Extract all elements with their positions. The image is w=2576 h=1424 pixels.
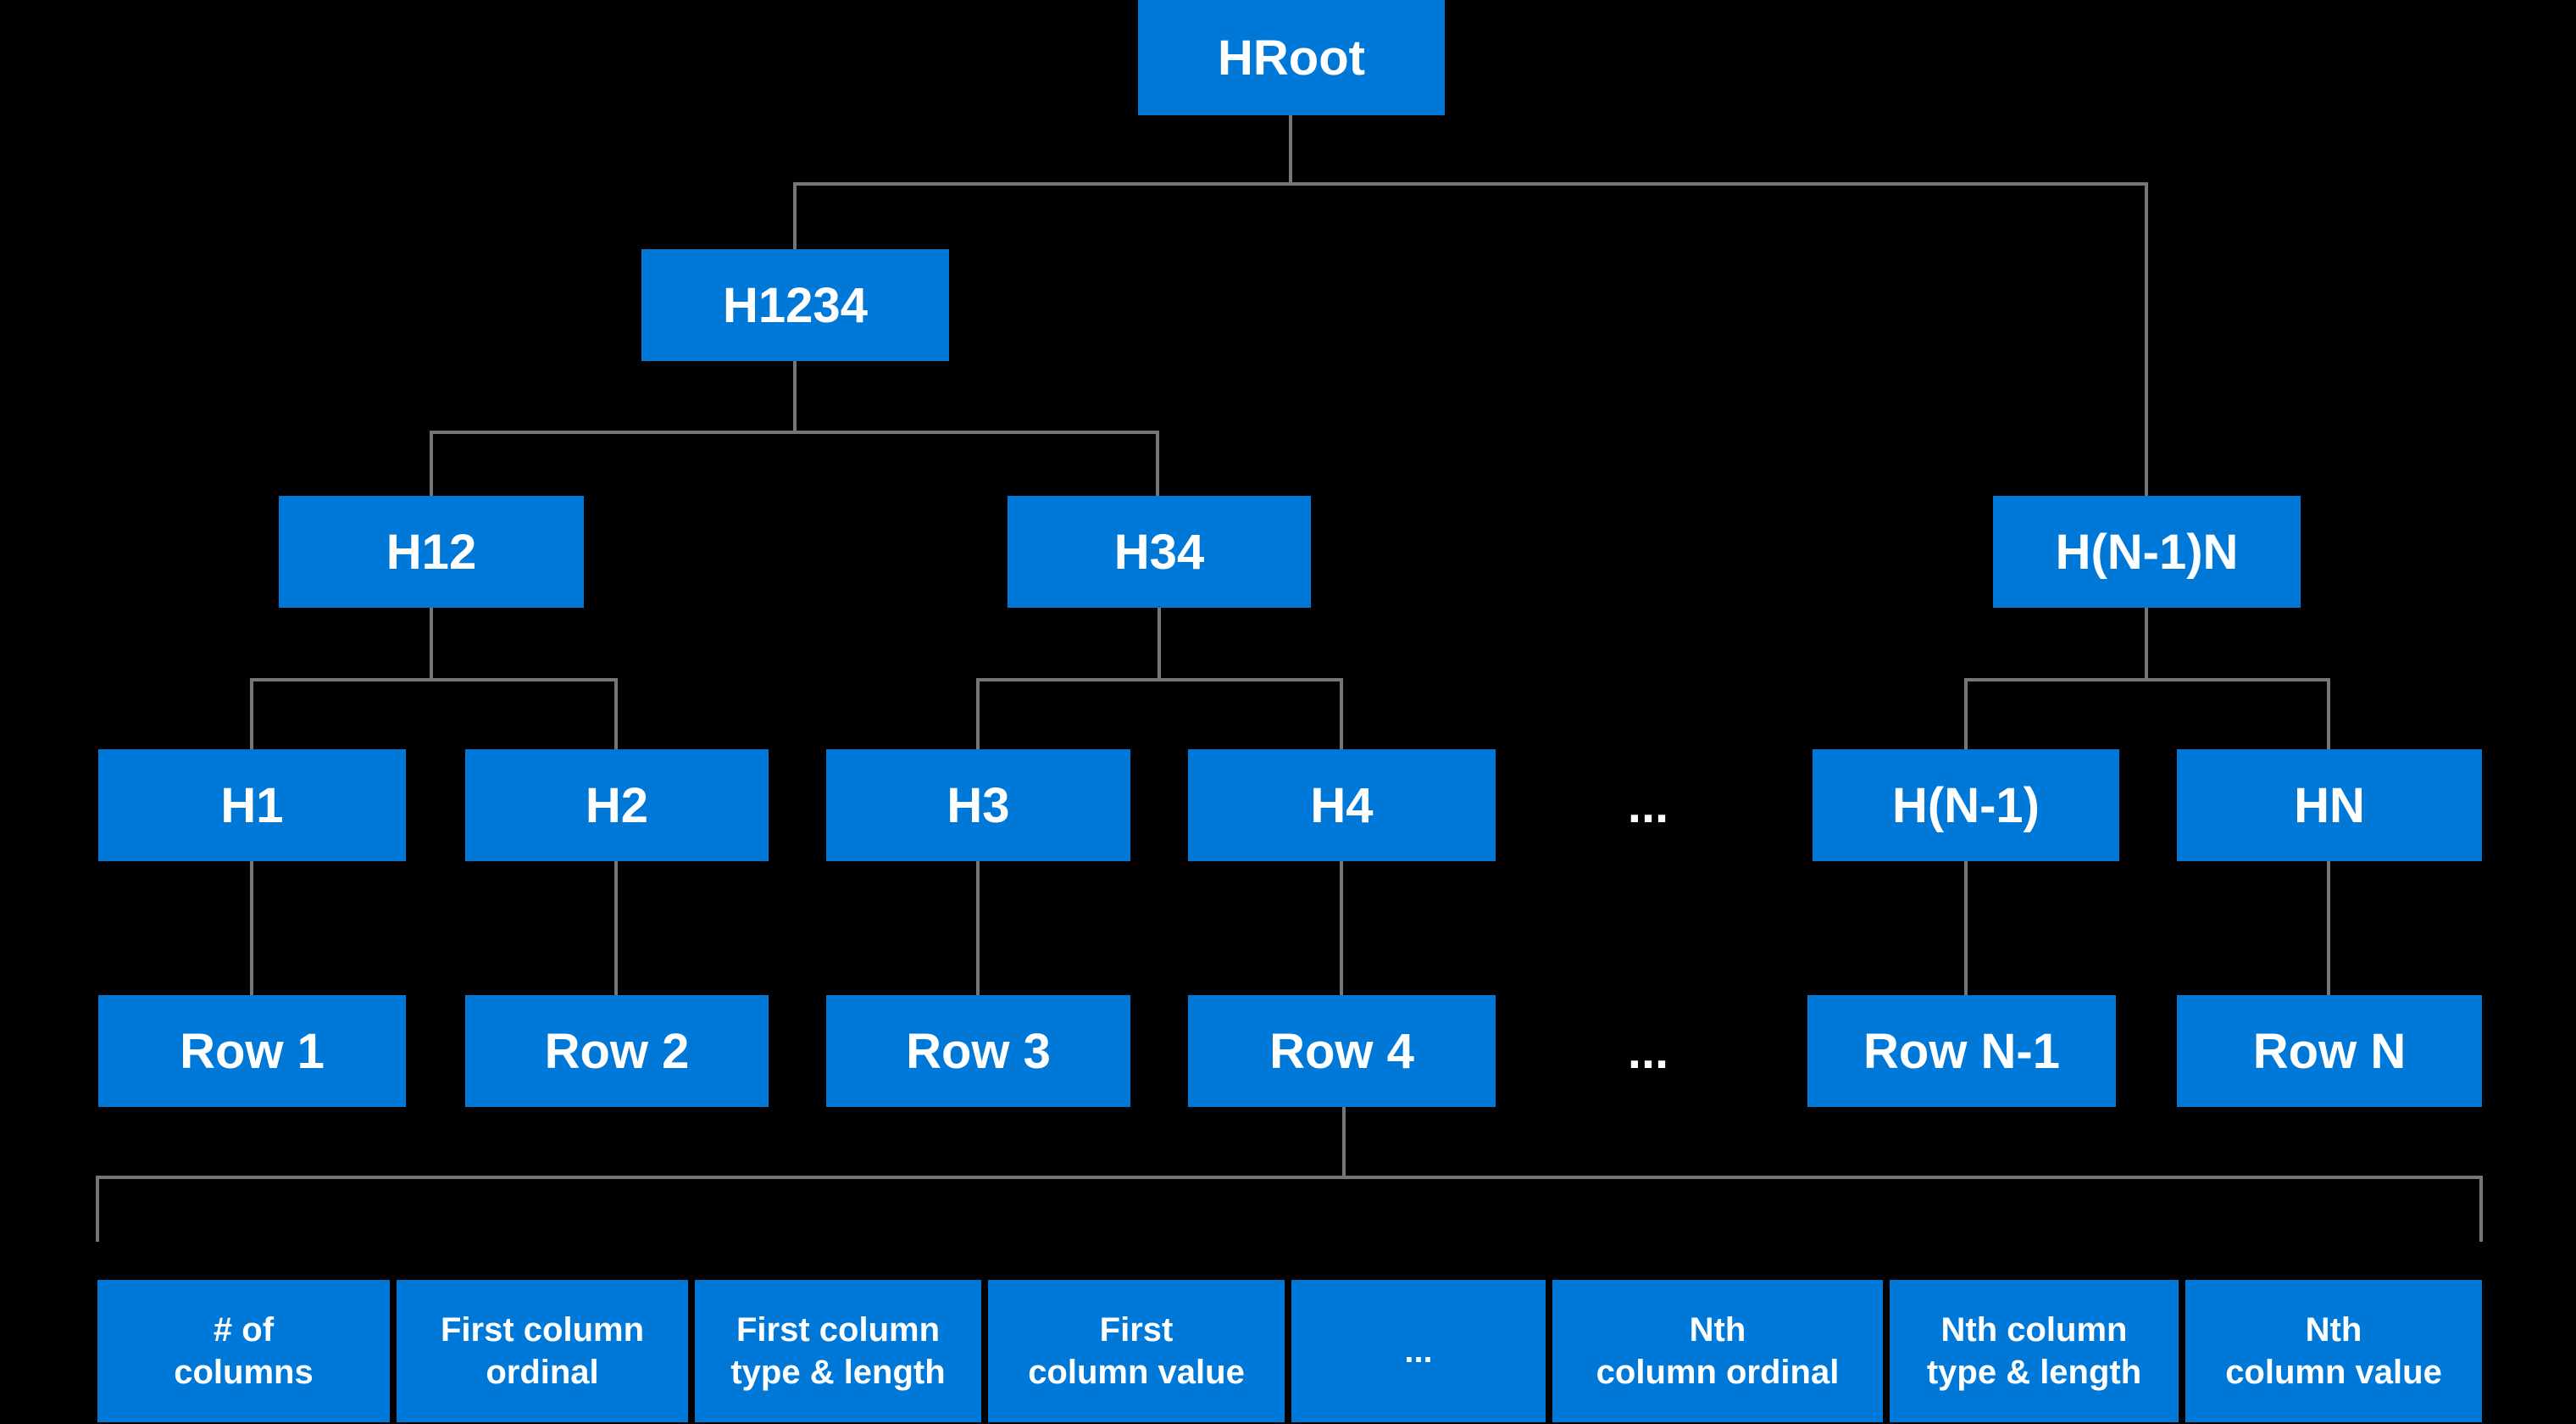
node-row4: Row 4	[1188, 995, 1496, 1107]
node-h1234: H1234	[641, 249, 949, 361]
hash-level-ellipsis: ...	[1627, 777, 1669, 833]
connector-h1-row1	[250, 861, 253, 995]
connector-drop-h1234	[793, 182, 797, 249]
node-h12: H12	[279, 496, 584, 608]
node-h3: H3	[826, 749, 1130, 861]
node-hn1: H(N-1)	[1813, 749, 2119, 861]
connector-drop-hn	[2327, 678, 2330, 749]
node-row3: Row 3	[826, 995, 1130, 1107]
connector-drop-h1	[250, 678, 253, 749]
connector-drop-h3	[976, 678, 980, 749]
connector-drop-hn1	[1964, 678, 1968, 749]
connector-hn1-rown1	[1964, 861, 1968, 995]
field-first-column-ordinal: First column ordinal	[397, 1280, 688, 1422]
connector-hn1n-horizontal	[1964, 678, 2330, 681]
connector-h1234-stem	[793, 361, 797, 431]
node-row2: Row 2	[465, 995, 769, 1107]
connector-row4-stem	[1342, 1107, 1346, 1176]
connector-hn-rown	[2327, 861, 2330, 995]
connector-drop-hn1n	[2145, 182, 2148, 496]
connector-hroot-horizontal	[793, 182, 2148, 186]
field-first-column-type-length: First column type & length	[695, 1280, 981, 1422]
connector-fields-right-drop	[2479, 1176, 2483, 1242]
connector-h3-row3	[976, 861, 980, 995]
row-level-ellipsis: ...	[1627, 1023, 1669, 1079]
field-first-column-value: First column value	[988, 1280, 1285, 1422]
connector-h12-stem	[430, 608, 433, 678]
connector-h1234-horizontal	[430, 431, 1159, 434]
node-h1: H1	[98, 749, 406, 861]
connector-hroot-stem	[1289, 115, 1292, 182]
connector-h34-horizontal	[976, 678, 1343, 681]
connector-fields-horizontal	[96, 1176, 2483, 1179]
field-nth-column-value: Nth column value	[2185, 1280, 2482, 1422]
connector-h4-row4	[1340, 861, 1343, 995]
node-rown1: Row N-1	[1807, 995, 2116, 1107]
connector-hn1n-stem	[2145, 608, 2148, 678]
node-hn1n: H(N-1)N	[1993, 496, 2301, 608]
connector-h2-row2	[614, 861, 618, 995]
connector-h34-stem	[1158, 608, 1161, 678]
node-hn: HN	[2177, 749, 2482, 861]
node-h34: H34	[1008, 496, 1311, 608]
field-num-columns: # of columns	[97, 1280, 390, 1422]
connector-h12-horizontal	[250, 678, 618, 681]
node-hroot: HRoot	[1138, 0, 1445, 115]
connector-drop-h2	[614, 678, 618, 749]
connector-drop-h4	[1340, 678, 1343, 749]
node-h2: H2	[465, 749, 769, 861]
node-h4: H4	[1188, 749, 1496, 861]
connector-drop-h12	[430, 431, 433, 496]
node-rown: Row N	[2177, 995, 2482, 1107]
field-nth-column-ordinal: Nth column ordinal	[1552, 1280, 1883, 1422]
connector-drop-h34	[1156, 431, 1159, 496]
field-nth-column-type-length: Nth column type & length	[1890, 1280, 2179, 1422]
node-row1: Row 1	[98, 995, 406, 1107]
connector-fields-left-drop	[96, 1176, 99, 1242]
field-ellipsis: ...	[1291, 1280, 1546, 1422]
